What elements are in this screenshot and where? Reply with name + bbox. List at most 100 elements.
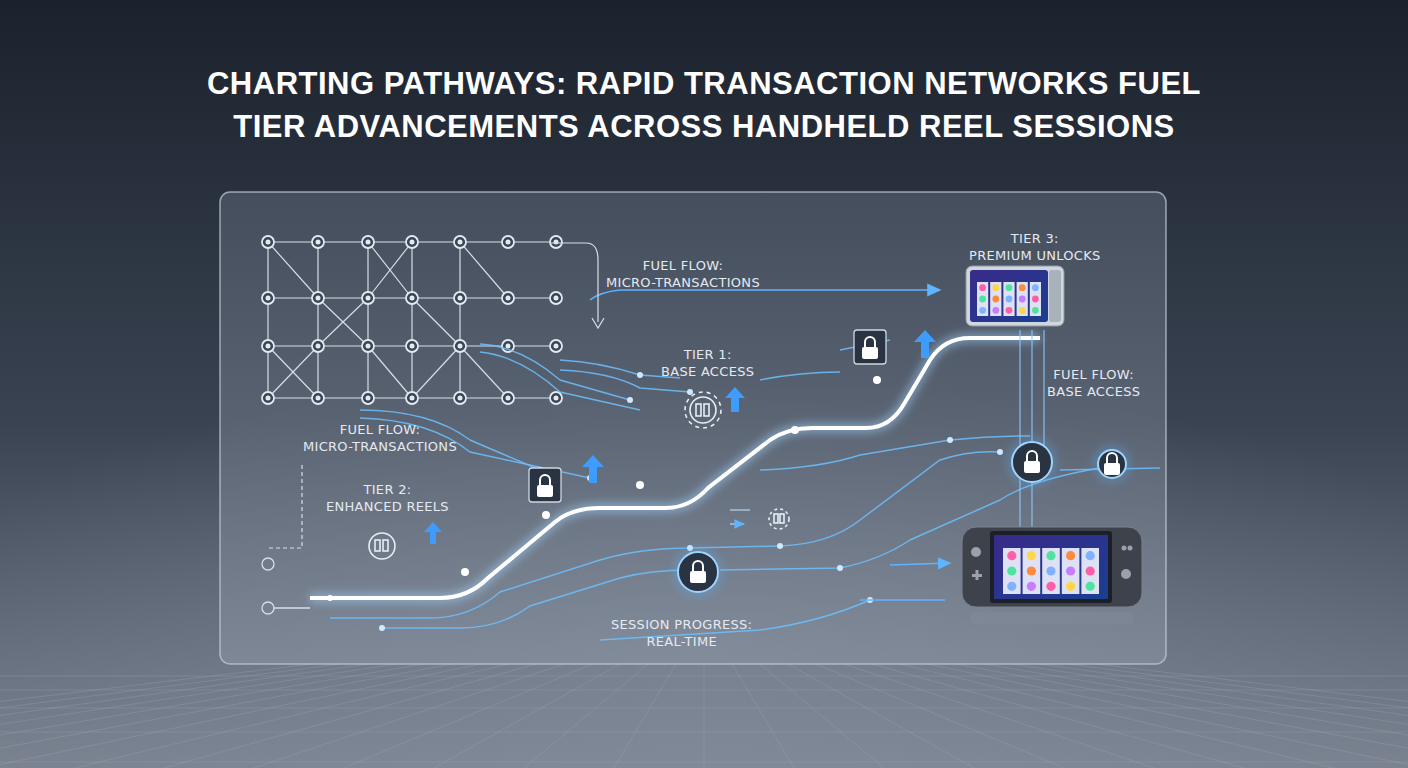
network-link [508, 241, 556, 242]
reel-symbol [1019, 296, 1026, 303]
network-node [550, 392, 562, 404]
network-node-core [366, 344, 371, 349]
transaction-stream [480, 344, 630, 400]
network-node-core [554, 396, 559, 401]
reel-symbol [992, 296, 999, 303]
network-node-core [316, 344, 321, 349]
lock-body [862, 347, 878, 359]
network-link [508, 345, 556, 346]
floor-line [0, 664, 312, 768]
network-node [502, 236, 514, 248]
reel-symbol [1046, 566, 1055, 575]
network-link [267, 242, 268, 298]
reel-symbol [992, 284, 999, 291]
stream-dot [379, 625, 385, 631]
flow-label: TIER 1: BASE ACCESS [661, 346, 754, 380]
network-link [460, 297, 508, 298]
reel-symbol [992, 307, 999, 314]
network-node [550, 340, 562, 352]
reel-symbol [1086, 566, 1095, 575]
network-node [406, 340, 418, 352]
lock-shackle [1107, 453, 1117, 463]
reel-symbol [1007, 582, 1016, 591]
transaction-stream [760, 436, 1030, 470]
flow-label: TIER 2: ENHANCED REELS [326, 481, 449, 515]
floor-line [344, 664, 592, 768]
network-link [317, 242, 318, 298]
floor-line [164, 664, 536, 768]
reel-symbol [1032, 284, 1039, 291]
network-node-core [316, 240, 321, 245]
floor-line [0, 708, 1408, 709]
network-node-core [266, 344, 271, 349]
network-node [454, 340, 466, 352]
lock-glow [1006, 436, 1058, 488]
network-node [362, 340, 374, 352]
reel-symbol [1019, 284, 1026, 291]
network-link [459, 346, 460, 398]
network-node-core [554, 344, 559, 349]
network-link [317, 346, 318, 398]
network-node [362, 292, 374, 304]
network-link [318, 298, 368, 346]
stream-dot [947, 437, 953, 443]
network-node [550, 292, 562, 304]
floor-line [732, 664, 794, 768]
lock-body [690, 571, 706, 583]
diagram-title: CHARTING PATHWAYS: RAPID TRANSACTION NET… [104, 62, 1304, 148]
network-link [367, 346, 368, 398]
reel-symbol [1086, 551, 1095, 560]
floor-line [760, 664, 884, 768]
network-node-core [366, 240, 371, 245]
reel-symbol [1032, 296, 1039, 303]
floor-line [956, 664, 1408, 768]
lock-shackle [1027, 451, 1037, 461]
network-link [268, 242, 318, 298]
lock-frame [529, 468, 561, 502]
floor-line [844, 664, 1154, 768]
transaction-stream [760, 372, 840, 380]
lock-shackle [693, 561, 703, 571]
stream-dot [997, 449, 1003, 455]
stream-dot [637, 372, 643, 378]
network-node-core [410, 240, 415, 245]
network-link [411, 298, 412, 346]
network-link [460, 241, 508, 242]
network-link [318, 298, 368, 346]
reel-symbol [1019, 307, 1026, 314]
stream-dot [777, 543, 783, 549]
network-node-core [266, 296, 271, 301]
network-link [460, 397, 508, 398]
lock-ring [1012, 442, 1052, 482]
network-node [312, 236, 324, 248]
network-link [411, 242, 412, 298]
network-node-core [458, 296, 463, 301]
reel-symbol [1027, 551, 1036, 560]
reel [1017, 282, 1028, 316]
floor-line [0, 762, 1408, 763]
lock-ring [1098, 450, 1126, 478]
network-link [368, 346, 412, 398]
network-node-core [458, 396, 463, 401]
transaction-stream [480, 352, 640, 410]
network-link [412, 397, 460, 398]
network-node [312, 340, 324, 352]
floor-line [0, 676, 1408, 677]
network-node-core [506, 396, 511, 401]
stream-dot [837, 565, 843, 571]
reel-symbol [1007, 551, 1016, 560]
network-link [318, 297, 368, 298]
network-link [508, 397, 556, 398]
floor-line [0, 664, 424, 768]
flow-label: FUEL FLOW: BASE ACCESS [1047, 366, 1140, 400]
reel [1003, 548, 1021, 594]
network-link [367, 242, 368, 298]
lock-ring [678, 552, 718, 592]
network-node-core [410, 344, 415, 349]
network-link [318, 397, 368, 398]
reel [1023, 548, 1041, 594]
network-link [268, 346, 318, 398]
lock-glow [672, 546, 724, 598]
network-link [267, 298, 268, 346]
network-node-core [554, 240, 559, 245]
